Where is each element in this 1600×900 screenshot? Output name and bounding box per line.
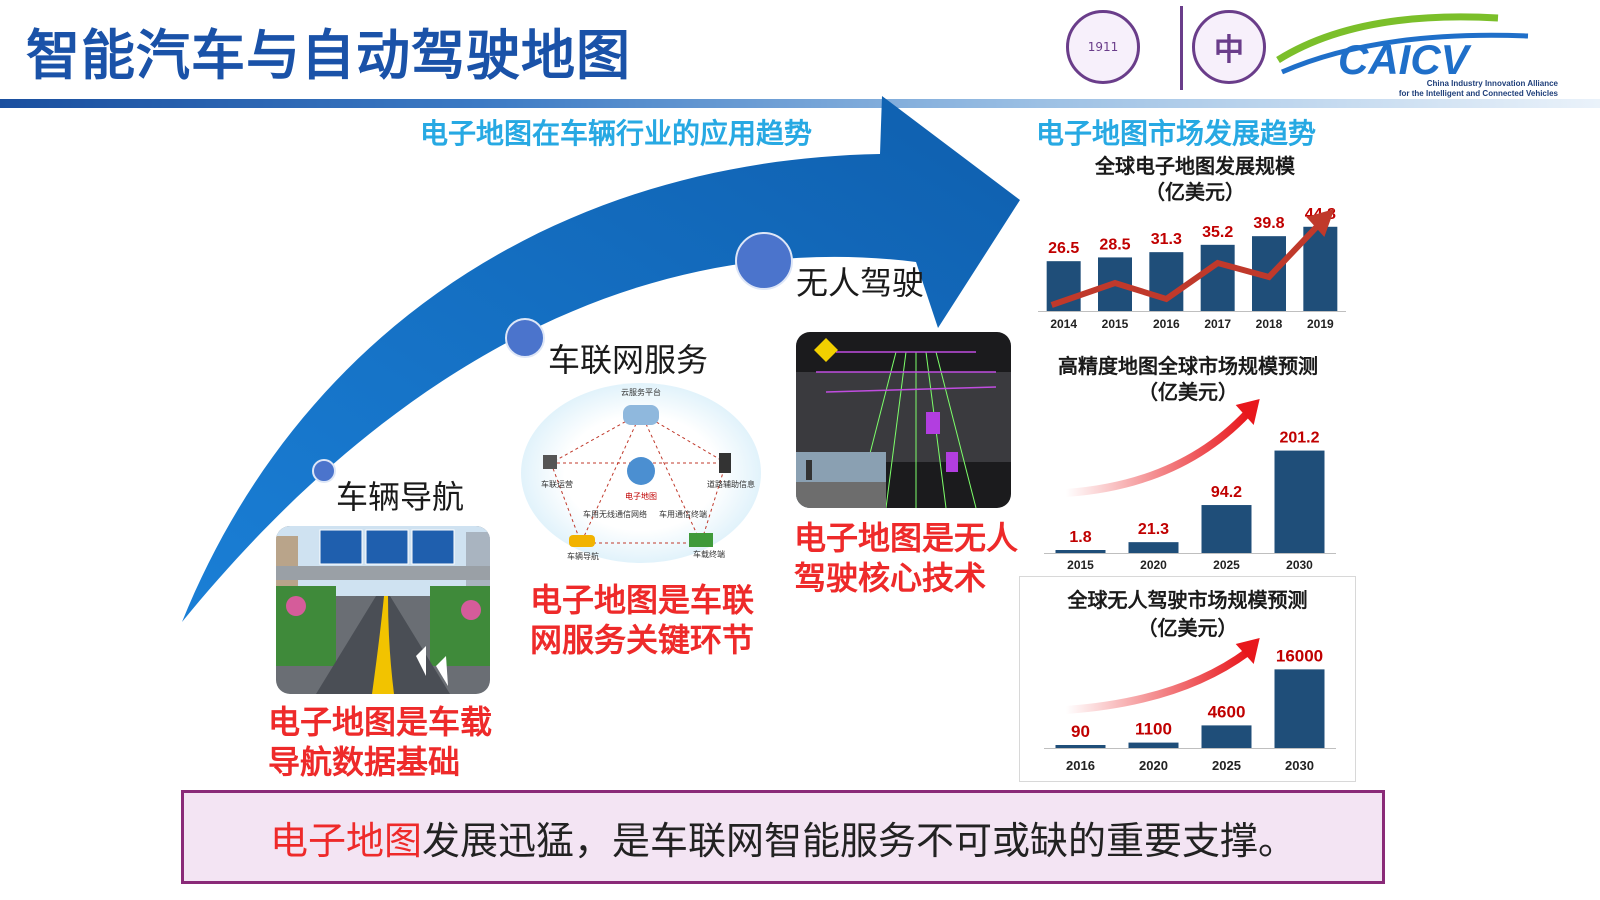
chart2-value-label-2025: 94.2 <box>1211 484 1242 501</box>
market-heading: 电子地图市场发展趋势 <box>1036 117 1317 150</box>
chart1-category-label-2019: 2019 <box>1307 317 1334 331</box>
caicv-line1: China Industry Innovation Alliance <box>1427 79 1559 88</box>
navigation-road-image <box>276 526 490 694</box>
seal-glyph: 中 <box>1214 33 1244 68</box>
chart1-value-label-2014: 26.5 <box>1048 240 1079 257</box>
chart2-bar-chart: 1.8 2015 21.3 2020 94.2 2025 201.2 2030 <box>1044 399 1336 572</box>
autonomous-pointcloud-image <box>796 332 1011 508</box>
chart2-trend-arrowhead <box>1235 399 1260 425</box>
chart3-bar-chart: 90 2016 1100 2020 4600 2025 16000 2030 <box>1044 638 1336 773</box>
chart1-value-label-2016: 31.3 <box>1151 231 1182 248</box>
caption-navigation-line1: 电子地图是车载 <box>268 703 493 741</box>
chart3-bar-2020 <box>1128 742 1179 748</box>
chart1-category-label-2015: 2015 <box>1102 317 1129 331</box>
chart3-bar-2016 <box>1055 745 1106 748</box>
chart1-subtitle: （亿美元） <box>1145 180 1245 204</box>
chart2-category-label-2030: 2030 <box>1286 558 1313 572</box>
chart3-value-label-2016: 90 <box>1071 722 1090 741</box>
chart3-subtitle: （亿美元） <box>1137 616 1238 640</box>
node-comm-terminal: 车用通信终端 <box>659 510 707 519</box>
node-cloud-platform: 云服务平台 <box>621 388 661 397</box>
node-emap: 电子地图 <box>625 492 657 501</box>
chart2-category-label-2020: 2020 <box>1140 558 1167 572</box>
chart1-trend-arrowhead <box>1306 209 1335 237</box>
chart3-value-label-2020: 1100 <box>1135 720 1172 739</box>
chart3-title: 全球无人驾驶市场规模预测 <box>1067 588 1308 612</box>
caption-autonomous-line1: 电子地图是无人 <box>794 519 1019 557</box>
chart2-category-label-2025: 2025 <box>1213 558 1240 572</box>
caption-autonomous: 电子地图是无人 驾驶核心技术 <box>794 518 1018 598</box>
chart3-category-label-2016: 2016 <box>1066 758 1095 773</box>
banner-text: 发展迅猛，是车联网智能服务不可或缺的重要支撑。 <box>422 818 1297 863</box>
logo-divider <box>1180 6 1183 90</box>
chart3-bar-2025 <box>1201 725 1252 748</box>
chart2-value-label-2020: 21.3 <box>1138 521 1169 538</box>
telematics-network-diagram: 云服务平台 车联运营 电子地图 道路辅助信息 车用无线通信网络 车载终端 车用通… <box>521 383 761 563</box>
caicv-wordmark: CAICV <box>1338 36 1472 83</box>
chart1-category-label-2017: 2017 <box>1204 317 1231 331</box>
chart3-value-label-2030: 16000 <box>1276 646 1323 665</box>
chart1-value-label-2018: 39.8 <box>1253 215 1284 232</box>
chart3-category-label-2020: 2020 <box>1139 758 1168 773</box>
node-wireless: 车用无线通信网络 <box>583 510 647 519</box>
node-vehicle-nav: 车辆导航 <box>567 552 599 561</box>
caption-autonomous-line2: 驾驶核心技术 <box>794 559 987 597</box>
page-title: 智能汽车与自动驾驶地图 <box>26 24 631 87</box>
chart2-title: 高精度地图全球市场规模预测 <box>1058 354 1318 378</box>
chart1-category-label-2018: 2018 <box>1256 317 1283 331</box>
chart2-bar-2020 <box>1128 542 1179 553</box>
chart2-subtitle: （亿美元） <box>1138 380 1238 404</box>
title-underline <box>0 99 1600 108</box>
chart1-bar-2017 <box>1200 244 1235 311</box>
chart3-value-label-2025: 4600 <box>1208 702 1246 721</box>
caption-telematics: 电子地图是车联 网服务关键环节 <box>530 580 754 660</box>
chart1-trend-arrow <box>1050 220 1323 308</box>
chart1-bar-2016 <box>1149 252 1184 311</box>
node-terminal: 车载终端 <box>693 550 725 559</box>
stage-dot-autonomous <box>735 232 793 290</box>
chart1-category-label-2016: 2016 <box>1153 317 1180 331</box>
caption-navigation-line2: 导航数据基础 <box>268 743 461 781</box>
institute-seal-logo: 中 <box>1192 10 1266 84</box>
chart2-category-label-2015: 2015 <box>1067 558 1094 572</box>
stage-dot-navigation <box>312 459 336 483</box>
chart1-title: 全球电子地图发展规模 <box>1095 154 1295 178</box>
chart1-bar-2019 <box>1303 226 1338 311</box>
trend-heading: 电子地图在车辆行业的应用趋势 <box>420 117 813 150</box>
chart2-value-label-2015: 1.8 <box>1069 529 1091 546</box>
stage-label-autonomous: 无人驾驶 <box>796 264 925 302</box>
summary-banner: 电子地图发展迅猛，是车联网智能服务不可或缺的重要支撑。 <box>181 790 1385 884</box>
stage-label-navigation: 车辆导航 <box>336 478 465 516</box>
chart3-trend-arrow <box>1065 648 1251 714</box>
stage-dot-telematics <box>505 318 545 358</box>
chart3-trend-arrowhead <box>1235 638 1260 664</box>
stage-label-telematics: 车联网服务 <box>548 341 709 379</box>
chart3-category-label-2025: 2025 <box>1212 758 1241 773</box>
chart2-trend-arrow <box>1065 410 1251 497</box>
chart2-bar-2030 <box>1274 450 1325 553</box>
banner-highlight: 电子地图 <box>269 818 422 863</box>
chart2-value-label-2030: 201.2 <box>1279 430 1319 447</box>
caption-telematics-line1: 电子地图是车联 <box>530 581 755 619</box>
chart1-value-label-2015: 28.5 <box>1099 236 1130 253</box>
caption-telematics-line2: 网服务关键环节 <box>530 621 755 659</box>
caption-navigation: 电子地图是车载 导航数据基础 <box>268 702 492 782</box>
node-road-info: 道路辅助信息 <box>707 480 755 489</box>
chart1-bar-chart: 26.5 2014 28.5 2015 31.3 2016 35.2 2017 39.8 2018… <box>1038 206 1346 331</box>
university-seal-logo: 1911 <box>1066 10 1140 84</box>
chart1-category-label-2014: 2014 <box>1050 317 1077 331</box>
chart1-value-label-2017: 35.2 <box>1202 224 1233 241</box>
chart2-bar-2015 <box>1055 550 1106 553</box>
seal-year: 1911 <box>1087 40 1119 54</box>
chart3-bar-2030 <box>1274 669 1325 748</box>
node-operation: 车联运营 <box>541 480 573 489</box>
chart3-category-label-2030: 2030 <box>1285 758 1314 773</box>
chart2-bar-2025 <box>1201 505 1252 553</box>
caicv-logo: CAICV China Industry Innovation Alliance… <box>1276 13 1559 98</box>
caicv-line2: for the Intelligent and Connected Vehicl… <box>1399 89 1559 98</box>
